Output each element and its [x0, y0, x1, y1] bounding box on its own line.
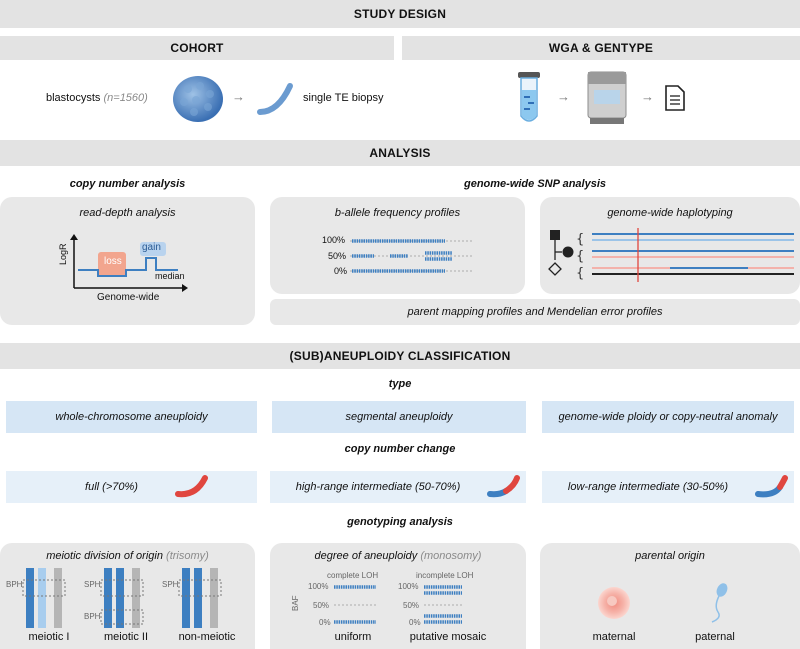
biopsy-label: single TE biopsy — [303, 92, 384, 104]
uniform-label: uniform — [334, 631, 372, 643]
sph-label: SPH — [162, 580, 179, 589]
snp-heading: genome-wide SNP analysis — [463, 178, 607, 190]
svg-text:{: { — [576, 266, 584, 281]
cn-heading: copy number change — [344, 443, 456, 455]
type-heading: type — [388, 378, 412, 390]
sph-label: SPH — [84, 580, 101, 589]
parental-panel — [540, 543, 800, 649]
baf-level-0: 0% — [334, 266, 348, 276]
cohort-header: COHORT — [0, 36, 394, 60]
arrow-icon: → — [641, 89, 654, 104]
wga-title: WGA & GENTYPE — [548, 41, 654, 55]
non-meiotic-label: non-meiotic — [178, 631, 236, 643]
incomplete-loh-label: incomplete LOH — [416, 571, 474, 580]
svg-text:{: { — [576, 249, 584, 264]
mapping-panel: parent mapping profiles and Mendelian er… — [270, 299, 800, 325]
study-design-header: STUDY DESIGN — [0, 0, 800, 28]
bph-label: BPH — [84, 612, 101, 621]
classification-title: (SUB)ANEUPLOIDY CLASSIFICATION — [289, 349, 511, 363]
degree-level-100: 100% — [398, 582, 419, 591]
haplotyping-title: genome-wide haplotyping — [607, 207, 733, 219]
cn-full: full (>70%) — [6, 471, 257, 503]
degree-panel — [270, 543, 526, 649]
genotyping-heading: genotyping analysis — [347, 516, 453, 528]
genome-wide-axis-label: Genome-wide — [97, 292, 160, 303]
arrow-icon: → — [557, 89, 570, 104]
analysis-header: ANALYSIS — [0, 140, 800, 166]
degree-level-50: 50% — [313, 601, 330, 610]
read-depth-panel — [0, 197, 255, 325]
meiotic-i-label: meiotic I — [28, 631, 70, 643]
median-label: median — [155, 271, 185, 281]
full-segment-icon — [175, 475, 208, 498]
meiotic-ii-label: meiotic II — [103, 631, 148, 643]
putative-mosaic-label: putative mosaic — [409, 631, 487, 643]
haplotyping-panel — [540, 197, 800, 294]
maternal-label: maternal — [592, 631, 636, 643]
degree-level-0: 0% — [409, 618, 421, 627]
parental-title: parental origin — [635, 550, 705, 562]
blastocyst-icon — [173, 76, 223, 122]
read-depth-plot — [70, 234, 188, 292]
type-genome-wide: genome-wide ploidy or copy-neutral anoma… — [542, 401, 794, 433]
type-whole-chromosome: whole-chromosome aneuploidy — [6, 401, 257, 433]
copy-number-heading: copy number analysis — [69, 178, 186, 190]
baf-scatter — [350, 239, 472, 273]
pedigree-haplotype: { { { — [548, 228, 794, 282]
logr-axis-label: LogR — [58, 243, 68, 265]
classification-header: (SUB)ANEUPLOIDY CLASSIFICATION — [0, 343, 800, 369]
cohort-size: (n=1560) — [103, 92, 148, 104]
loss-label: loss — [104, 256, 122, 267]
degree-level-100: 100% — [308, 582, 329, 591]
cn-high-range: high-range intermediate (50-70%) — [270, 471, 526, 503]
svg-text:{: { — [576, 232, 584, 247]
te-biopsy-icon — [257, 83, 293, 115]
type-segmental: segmental aneuploidy — [272, 401, 526, 433]
loh-scatter — [334, 585, 462, 624]
wga-header: WGA & GENTYPE — [402, 36, 800, 60]
baf-level-100: 100% — [322, 235, 346, 245]
complete-loh-label: complete LOH — [327, 571, 379, 580]
degree-level-0: 0% — [319, 618, 331, 627]
arrow-icon: → — [232, 89, 245, 104]
baf-title: b-allele frequency profiles — [334, 207, 461, 219]
baf-level-50: 50% — [328, 251, 347, 261]
blastocysts-label: blastocysts (n=1560) — [46, 92, 148, 104]
read-depth-title: read-depth analysis — [79, 207, 176, 219]
degree-title: degree of aneuploidy (monosomy) — [314, 550, 482, 562]
analysis-title: ANALYSIS — [369, 146, 431, 160]
bph-label: BPH — [6, 580, 23, 589]
oocyte-icon — [598, 587, 630, 619]
gain-label: gain — [142, 242, 161, 253]
sperm-icon — [711, 583, 728, 623]
sequencer-icon — [587, 71, 627, 124]
meiotic-chromosomes: BPH SPH BPH SPH — [6, 568, 222, 628]
high-range-segment-icon — [487, 475, 520, 498]
paternal-label: paternal — [695, 631, 735, 643]
degree-level-50: 50% — [403, 601, 420, 610]
baf-panel — [270, 197, 525, 294]
low-range-segment-icon — [755, 475, 788, 498]
meiotic-title: meiotic division of origin (trisomy) — [46, 550, 209, 562]
document-icon — [665, 85, 685, 111]
test-tube-icon — [518, 72, 540, 122]
cn-low-range: low-range intermediate (30-50%) — [542, 471, 794, 503]
cohort-title: COHORT — [170, 41, 224, 55]
mapping-title: parent mapping profiles and Mendelian er… — [407, 306, 663, 318]
study-design-title: STUDY DESIGN — [353, 7, 447, 21]
baf-axis-label: BAF — [291, 595, 300, 611]
